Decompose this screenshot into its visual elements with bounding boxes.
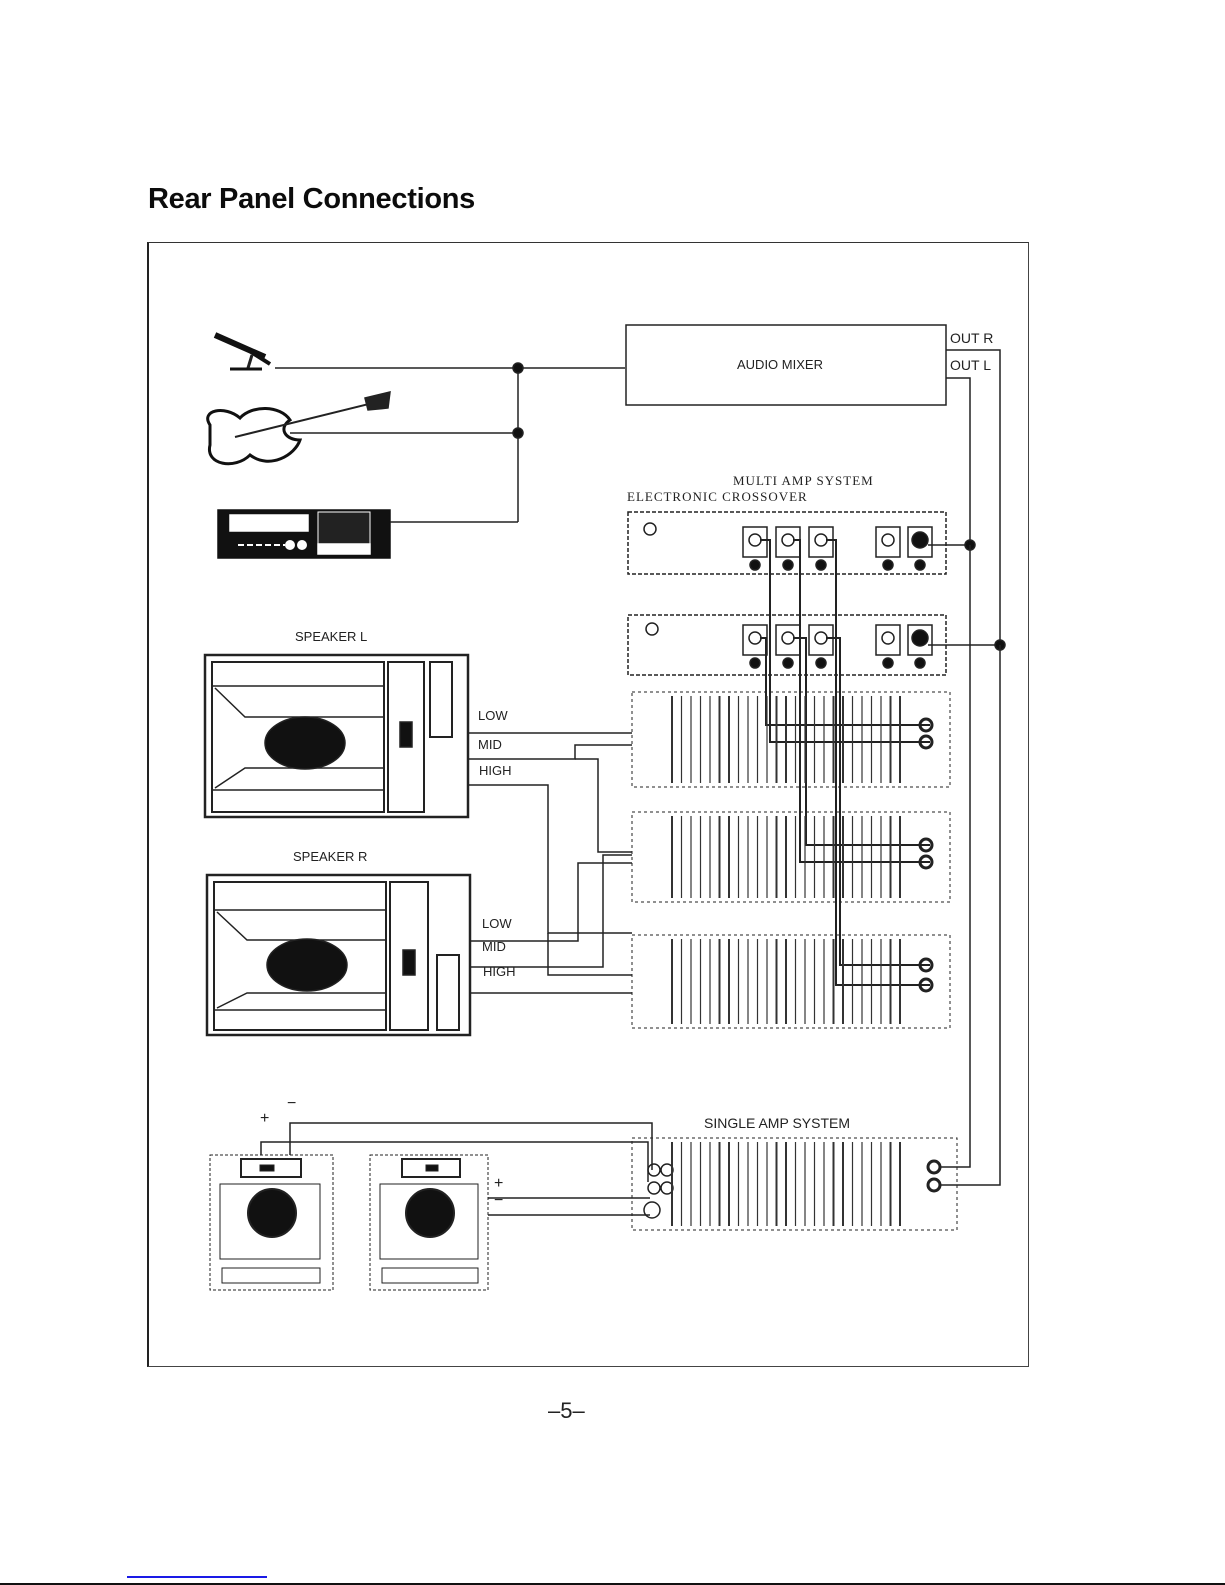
plus-label-side: +: [494, 1175, 503, 1193]
speaker-r-high-label: HIGH: [483, 964, 516, 979]
bottom-link-underline[interactable]: [127, 1576, 267, 1578]
single-amp: [632, 1138, 957, 1230]
single-speaker-r-icon: [370, 1155, 488, 1290]
power-amp-3: [632, 935, 950, 1028]
out-r-label: OUT R: [950, 330, 993, 346]
multi-amp-system-label: MULTI AMP SYSTEM: [733, 473, 874, 489]
speaker-l-label: SPEAKER L: [295, 629, 367, 644]
microphone-icon: [215, 335, 270, 369]
out-l-label: OUT L: [950, 357, 991, 373]
speaker-r-label: SPEAKER R: [293, 849, 367, 864]
plus-label-top: +: [260, 1110, 269, 1128]
power-amp-2: [632, 812, 950, 902]
speaker-r-icon: [207, 875, 470, 1035]
single-amp-system-label: SINGLE AMP SYSTEM: [704, 1115, 850, 1131]
electronic-crossover-label: ELECTRONIC CROSSOVER: [627, 489, 808, 505]
minus-label-top: −: [287, 1095, 296, 1113]
speaker-r-mid-label: MID: [482, 939, 506, 954]
crossover-unit-2: [628, 615, 946, 675]
guitar-icon: [208, 392, 390, 464]
speaker-l-icon: [205, 655, 468, 817]
speaker-l-high-label: HIGH: [479, 763, 512, 778]
speaker-r-low-label: LOW: [482, 916, 512, 931]
tape-deck-icon: [218, 510, 390, 558]
audio-mixer-label: AUDIO MIXER: [737, 357, 823, 372]
power-amp-1: [632, 692, 950, 787]
page-number: –5–: [548, 1398, 585, 1424]
single-speaker-l-icon: [210, 1155, 333, 1290]
minus-label-side: −: [494, 1192, 503, 1210]
speaker-l-mid-label: MID: [478, 737, 502, 752]
crossover-unit-1: [628, 512, 946, 574]
speaker-l-low-label: LOW: [478, 708, 508, 723]
